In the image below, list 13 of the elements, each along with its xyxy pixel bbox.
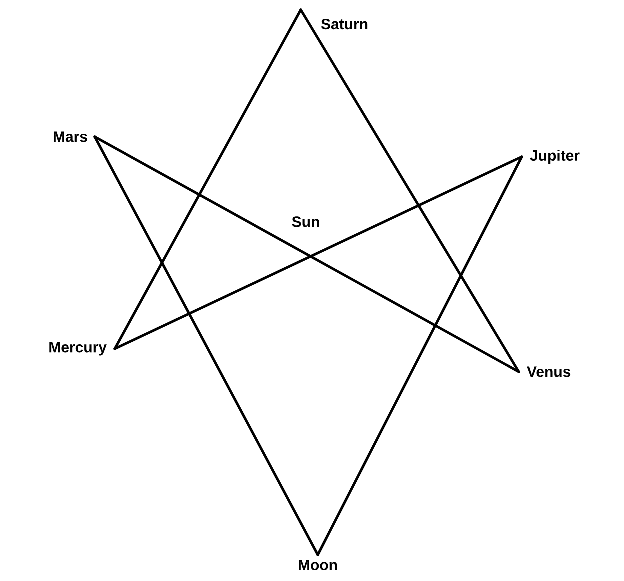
planet-label: Moon [299,560,338,570]
line [94,136,520,374]
line [94,136,320,556]
line [114,156,524,350]
center-label: Sun [292,216,320,228]
line [114,8,302,350]
planet-label: Saturn [321,19,368,30]
planet-label: Jupiter [530,150,580,164]
line [300,8,520,374]
line [316,156,524,556]
planet-label: Venus [527,366,571,378]
planet-label: Mars [54,132,88,142]
planet-label: Mercury [50,342,107,356]
